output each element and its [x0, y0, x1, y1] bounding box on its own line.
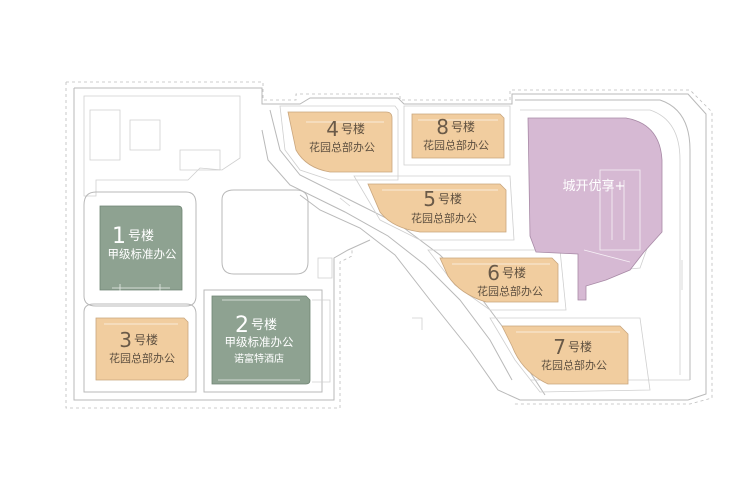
building-7-suffix: 号楼	[568, 339, 592, 354]
building-2-shape[interactable]	[211, 295, 311, 385]
building-4-number: 4	[326, 117, 339, 141]
building-1-label: 1 号楼 甲级标准办公	[108, 224, 177, 261]
building-labels: 1 号楼 甲级标准办公 2 号楼 甲级标准办公 诺富特酒店 3 号楼 花园总部办…	[108, 115, 626, 372]
building-3-desc: 花园总部办公	[109, 351, 175, 365]
building-1-desc: 甲级标准办公	[108, 247, 177, 261]
building-8-number: 8	[436, 115, 449, 139]
building-1-suffix: 号楼	[128, 229, 154, 244]
mall-label: 城开优享+	[563, 178, 626, 194]
building-2-number: 2	[235, 313, 249, 338]
building-8-shape[interactable]	[411, 113, 505, 159]
building-3-suffix: 号楼	[134, 332, 158, 347]
building-2-hotel: 诺富特酒店	[234, 352, 284, 365]
building-2-suffix: 号楼	[251, 318, 277, 333]
building-7-shape[interactable]	[501, 325, 629, 385]
building-5-number: 5	[423, 187, 436, 211]
building-2-label: 2 号楼 甲级标准办公 诺富特酒店	[225, 313, 294, 365]
building-2-desc: 甲级标准办公	[225, 335, 294, 349]
mall-shape[interactable]	[527, 117, 663, 301]
building-6-shape[interactable]	[439, 257, 559, 303]
building-4-suffix: 号楼	[341, 121, 365, 136]
building-5-shape[interactable]	[367, 183, 507, 233]
building-footprints	[95, 111, 663, 385]
building-3-number: 3	[119, 328, 132, 352]
building-5-label: 5 号楼 花园总部办公	[411, 187, 477, 225]
building-1-shape[interactable]	[99, 205, 183, 291]
building-6-desc: 花园总部办公	[477, 284, 543, 298]
building-8-desc: 花园总部办公	[423, 138, 489, 152]
building-3-shape[interactable]	[95, 317, 189, 381]
building-7-label: 7 号楼 花园总部办公	[541, 335, 607, 372]
building-5-suffix: 号楼	[438, 191, 462, 206]
building-5-desc: 花园总部办公	[411, 211, 477, 225]
building-6-label: 6 号楼 花园总部办公	[477, 261, 543, 298]
building-3-label: 3 号楼 花园总部办公	[109, 328, 175, 365]
building-4-label: 4 号楼 花园总部办公	[309, 117, 375, 154]
building-7-desc: 花园总部办公	[541, 358, 607, 372]
building-6-suffix: 号楼	[502, 265, 526, 280]
building-1-number: 1	[112, 224, 126, 249]
building-4-desc: 花园总部办公	[309, 140, 375, 154]
building-8-label: 8 号楼 花园总部办公	[423, 115, 489, 152]
building-8-suffix: 号楼	[451, 119, 475, 134]
building-6-number: 6	[487, 261, 500, 285]
building-4-shape[interactable]	[287, 111, 393, 173]
building-7-number: 7	[553, 335, 566, 359]
